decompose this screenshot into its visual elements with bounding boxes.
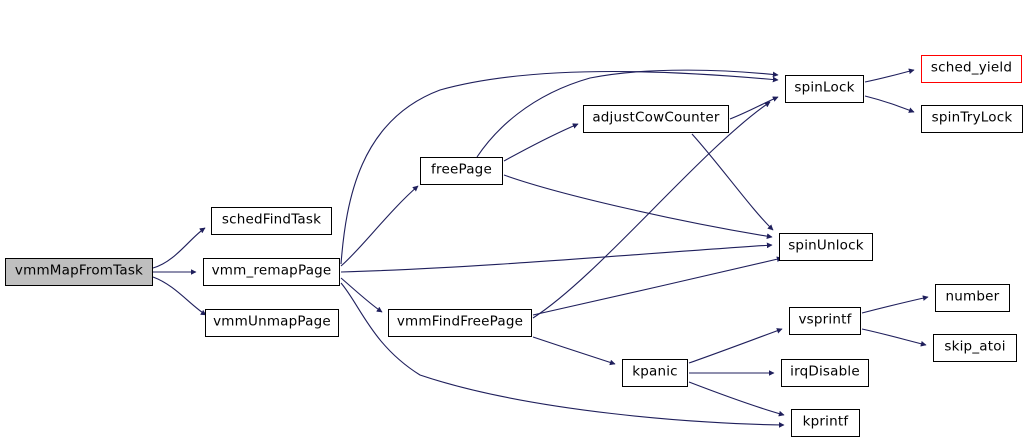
graph-node-label: kpanic bbox=[632, 363, 678, 380]
graph-edge-kpanic-to-vsprintf bbox=[688, 328, 783, 364]
graph-edge-vmm_remapPage-to-kprintf bbox=[340, 282, 785, 428]
graph-node-label: schedFindTask bbox=[221, 211, 322, 228]
graph-edge-vsprintf-to-skip_atoi bbox=[861, 328, 927, 347]
graph-edge-spinLock-to-spinTryLock bbox=[864, 95, 915, 113]
graph-node-label: vmmMapFromTask bbox=[14, 262, 144, 279]
graph-node-freePage[interactable]: freePage bbox=[420, 157, 503, 185]
graph-node-label: vmmFindFreePage bbox=[396, 313, 524, 330]
graph-edge-vsprintf-to-number bbox=[861, 295, 929, 314]
graph-node-vmm_remapPage[interactable]: vmm_remapPage bbox=[203, 258, 340, 286]
graph-edge-kpanic-to-kprintf bbox=[688, 381, 785, 417]
graph-node-label: freePage bbox=[431, 161, 492, 178]
graph-node-label: vmm_remapPage bbox=[211, 262, 332, 279]
graph-edge-vmm_remapPage-to-spinUnlock bbox=[340, 242, 773, 273]
graph-node-label: sched_yield bbox=[930, 59, 1013, 76]
graph-edge-adjustCowCounter-to-spinLock bbox=[729, 96, 779, 120]
graph-node-number[interactable]: number bbox=[935, 284, 1010, 312]
graph-edge-freePage-to-spinUnlock bbox=[503, 174, 773, 239]
graph-node-label: kprintf bbox=[802, 413, 849, 430]
graph-edge-vmm_remapPage-to-freePage bbox=[340, 185, 419, 267]
graph-edge-vmm_remapPage-to-spinLock bbox=[340, 70, 779, 265]
graph-edge-adjustCowCounter-to-spinUnlock bbox=[691, 133, 774, 231]
graph-node-adjustCowCounter[interactable]: adjustCowCounter bbox=[583, 105, 729, 133]
graph-node-label: irqDisable bbox=[790, 363, 860, 380]
graph-node-spinTryLock[interactable]: spinTryLock bbox=[921, 105, 1023, 133]
graph-node-vsprintf[interactable]: vsprintf bbox=[789, 307, 861, 335]
graph-node-vmmFindFreePage[interactable]: vmmFindFreePage bbox=[388, 309, 532, 337]
graph-node-label: adjustCowCounter bbox=[592, 109, 720, 126]
graph-node-sched_yield[interactable]: sched_yield bbox=[921, 55, 1022, 83]
graph-node-skip_atoi[interactable]: skip_atoi bbox=[933, 334, 1017, 362]
graph-edge-vmm_remapPage-to-vmmFindFreePage bbox=[340, 277, 383, 313]
graph-node-label: skip_atoi bbox=[944, 338, 1006, 355]
graph-node-vmmMapFromTask[interactable]: vmmMapFromTask bbox=[5, 258, 153, 286]
graph-edge-vmmMapFromTask-to-vmmUnmapPage bbox=[152, 276, 207, 316]
graph-edge-spinLock-to-sched_yield bbox=[864, 68, 915, 83]
graph-edge-vmmFindFreePage-to-kpanic bbox=[532, 336, 616, 366]
graph-node-irqDisable[interactable]: irqDisable bbox=[781, 359, 869, 387]
graph-edge-vmmFindFreePage-to-spinUnlock bbox=[532, 256, 783, 316]
graph-node-label: spinUnlock bbox=[788, 237, 864, 254]
graph-node-spinLock[interactable]: spinLock bbox=[785, 75, 864, 103]
graph-node-kpanic[interactable]: kpanic bbox=[622, 359, 688, 387]
graph-node-label: spinLock bbox=[794, 79, 855, 96]
graph-node-label: vmmUnmapPage bbox=[213, 313, 331, 330]
graph-edge-vmmFindFreePage-to-spinLock bbox=[532, 101, 771, 319]
graph-node-vmmUnmapPage[interactable]: vmmUnmapPage bbox=[205, 309, 339, 337]
graph-node-label: vsprintf bbox=[798, 311, 852, 328]
graph-node-label: number bbox=[945, 288, 1000, 305]
graph-node-spinUnlock[interactable]: spinUnlock bbox=[779, 233, 873, 261]
graph-edge-freePage-to-adjustCowCounter bbox=[503, 123, 579, 162]
graph-node-kprintf[interactable]: kprintf bbox=[791, 409, 860, 437]
graph-node-schedFindTask[interactable]: schedFindTask bbox=[211, 207, 332, 235]
graph-edge-vmmMapFromTask-to-schedFindTask bbox=[152, 227, 206, 269]
graph-node-label: spinTryLock bbox=[931, 109, 1013, 126]
